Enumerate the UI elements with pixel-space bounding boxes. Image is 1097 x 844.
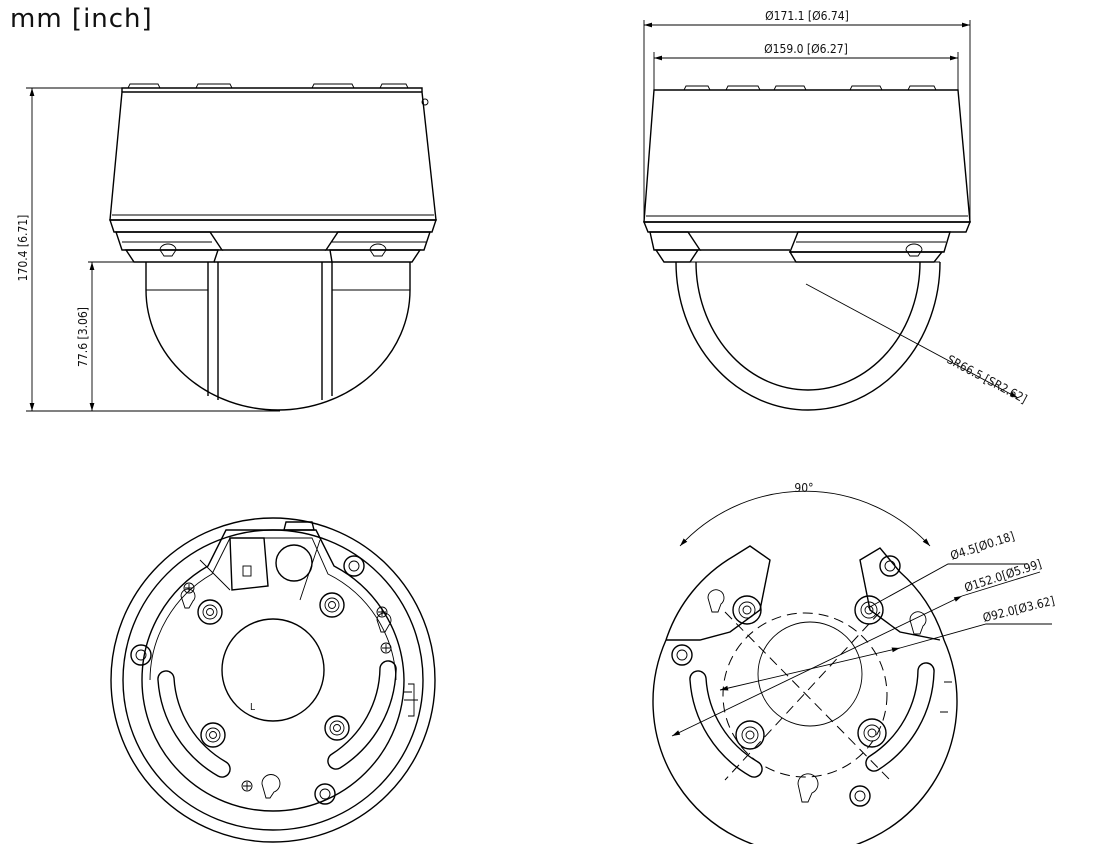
screw-marks	[183, 582, 392, 792]
angle-label: 90°	[794, 481, 813, 495]
side-view	[109, 83, 437, 411]
dome-height-label: 77.6 [3.06]	[76, 307, 90, 367]
units-label: mm [inch]	[10, 4, 153, 34]
dome-radius-label: SR66.5 [SR2.62]	[945, 352, 1030, 406]
mount-pattern-view	[652, 545, 958, 844]
small-pcd-label: Ø92.0[Ø3.62]	[981, 594, 1056, 625]
bottom-view: L	[110, 517, 436, 843]
total-height-label: 170.4 [6.71]	[16, 215, 30, 282]
hole-diameter-label: Ø4.5[Ø0.18]	[949, 529, 1017, 563]
large-pcd-label: Ø152.0[Ø5.99]	[963, 557, 1044, 595]
mount-dimensions: 90° Ø4.5[Ø0.18] Ø152.0[Ø5.99] Ø92.0[Ø3.6…	[671, 481, 1056, 737]
outer-diameter-label: Ø171.1 [Ø6.74]	[765, 9, 849, 23]
inner-diameter-label: Ø159.0 [Ø6.27]	[764, 42, 848, 56]
diameter-dimensions: Ø171.1 [Ø6.74] Ø159.0 [Ø6.27] SR66.5 [SR…	[643, 9, 1030, 406]
height-dimensions: 170.4 [6.71] 77.6 [3.06]	[16, 87, 280, 412]
mounting-bosses	[130, 555, 365, 805]
front-view	[642, 85, 972, 411]
orientation-marker: L	[250, 702, 255, 713]
